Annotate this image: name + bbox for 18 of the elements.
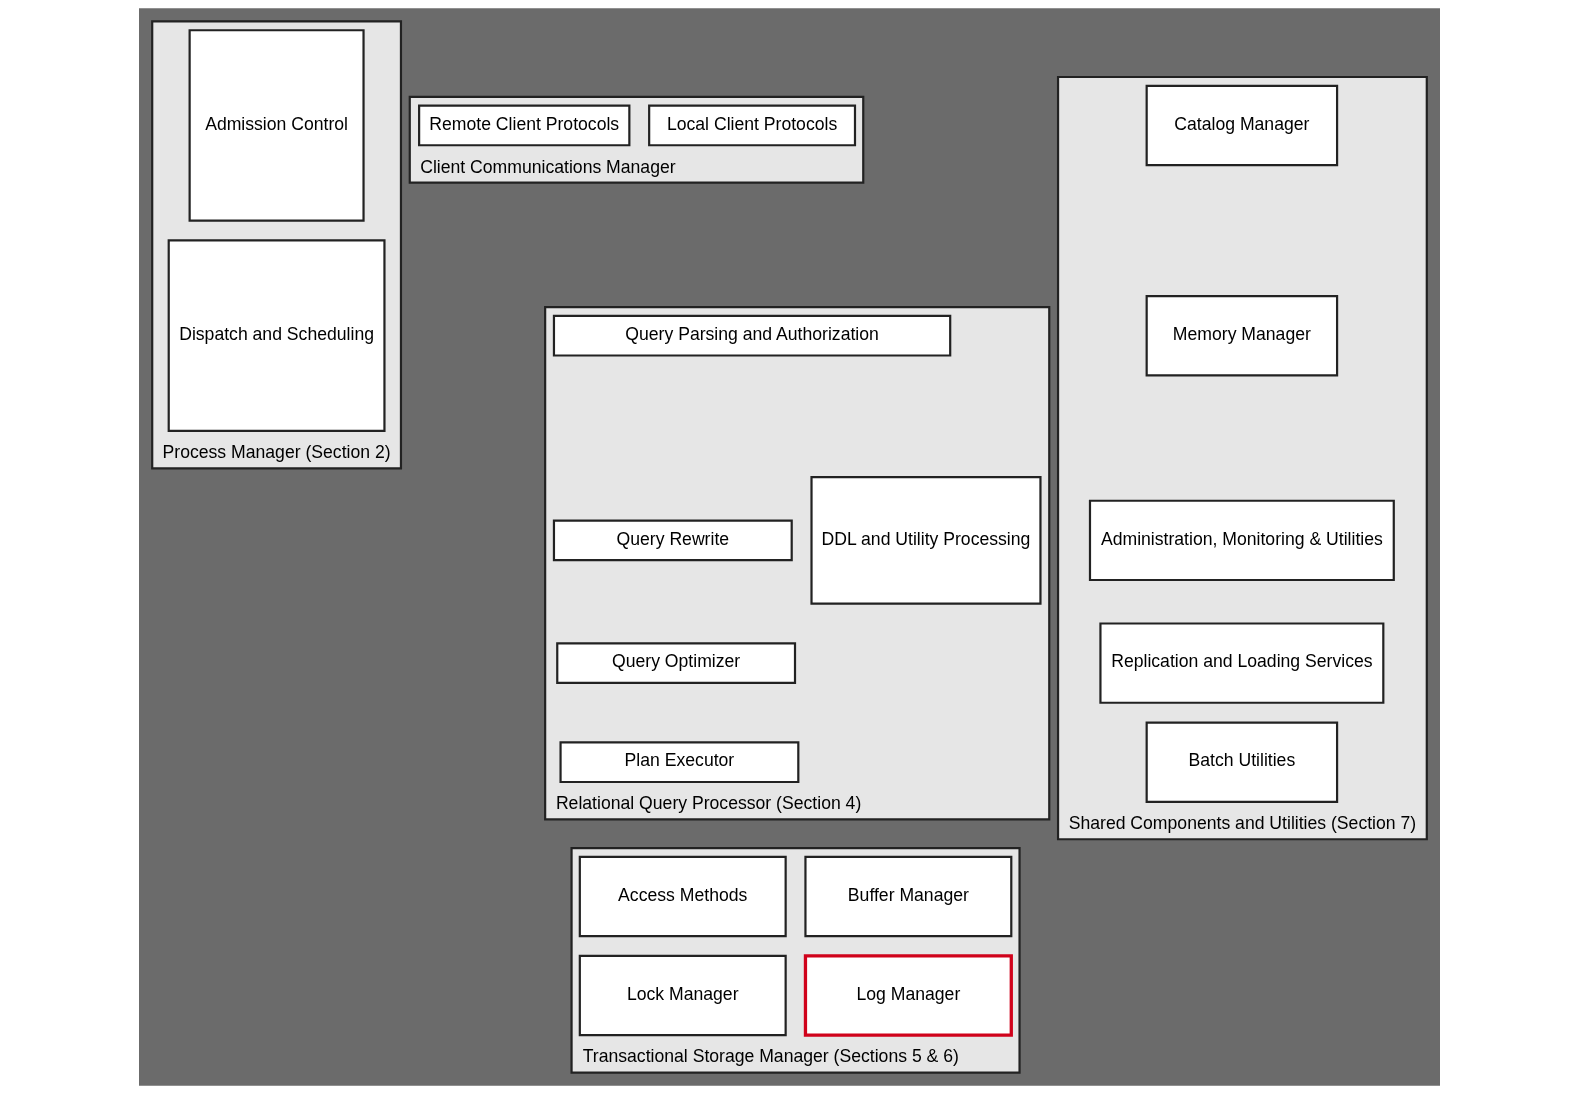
node-box: DDL and Utility Processing xyxy=(809,476,1042,605)
node-box: Buffer Manager xyxy=(803,855,1012,938)
node-box: Memory Manager xyxy=(1145,294,1338,377)
node-box: Batch Utilities xyxy=(1145,721,1338,803)
node-box: Replication and Loading Services xyxy=(1098,622,1384,704)
node-box: Query Rewrite xyxy=(552,519,793,562)
node-box: Administration, Monitoring & Utilities xyxy=(1088,499,1395,582)
node-box: Catalog Manager xyxy=(1145,84,1338,167)
node-box: Query Optimizer xyxy=(555,642,796,685)
node-box: Lock Manager xyxy=(578,954,787,1037)
node-box: Local Client Protocols xyxy=(647,104,856,147)
node-box: Log Manager xyxy=(803,954,1013,1037)
node-box: Dispatch and Scheduling xyxy=(167,239,386,432)
node-box: Admission Control xyxy=(188,29,365,222)
node-box: Remote Client Protocols xyxy=(417,104,630,147)
node-box: Plan Executor xyxy=(558,741,799,784)
node-box: Access Methods xyxy=(578,855,787,938)
node-box: Query Parsing and Authorization xyxy=(552,314,951,357)
